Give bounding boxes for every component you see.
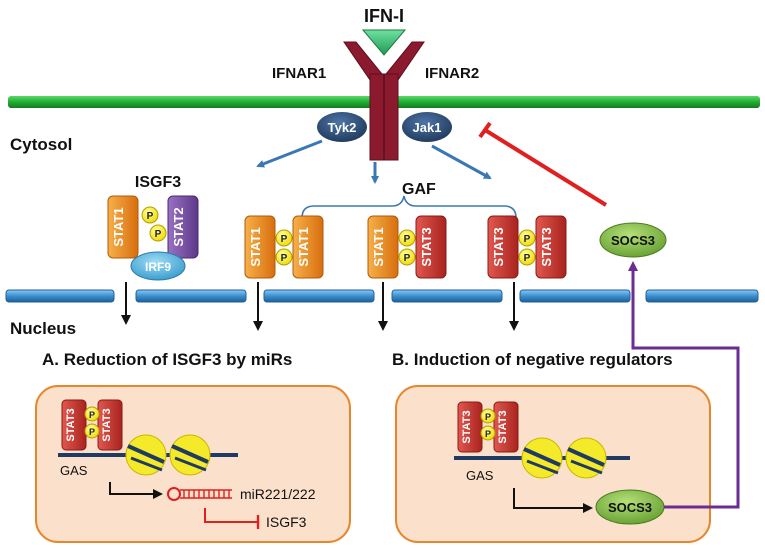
socs3-nuclear-label: SOCS3 xyxy=(608,500,652,515)
panel-b-nucleosomes xyxy=(521,437,607,479)
cytosol-label: Cytosol xyxy=(10,135,72,154)
gaf2-right-label: STAT3 xyxy=(419,227,434,266)
gaf-stat1-stat3-dimer xyxy=(367,215,447,279)
panel-a-stat3-right: STAT3 xyxy=(101,408,113,441)
panel-a-phospho-2: P xyxy=(89,427,95,437)
panel-a-nucleosomes xyxy=(125,434,211,476)
nuclear-membrane xyxy=(5,289,759,303)
gaf2-phospho-1: P xyxy=(404,234,411,245)
socs3-inhibition-bar xyxy=(478,121,492,139)
panel-b-title: B. Induction of negative regulators xyxy=(392,350,673,369)
arrow-to-isgf3 xyxy=(256,139,323,168)
gaf1-phospho-1: P xyxy=(281,234,288,245)
gaf1-right-label: STAT1 xyxy=(296,227,311,266)
tyk2-label: Tyk2 xyxy=(328,120,357,135)
panel-a-stat3-dimer xyxy=(61,399,123,451)
socs3-cytosolic-label: SOCS3 xyxy=(611,233,655,248)
gaf3-phospho-2: P xyxy=(524,253,531,264)
panel-a-phospho-1: P xyxy=(89,410,95,420)
gaf-stat1-stat1-dimer xyxy=(244,215,324,279)
irf9-label: IRF9 xyxy=(145,260,171,274)
ifnar-receptor xyxy=(343,41,425,161)
socs3-inhibition-line xyxy=(483,128,608,207)
gaf1-left-label: STAT1 xyxy=(248,227,263,266)
panel-b-stat3-right: STAT3 xyxy=(497,410,509,443)
nucleus-label: Nucleus xyxy=(10,319,76,338)
gaf3-phospho-1: P xyxy=(524,234,531,245)
isgf3-phospho-1: P xyxy=(147,211,154,222)
gaf-title: GAF xyxy=(402,181,436,198)
panel-b-phospho-1: P xyxy=(485,412,491,422)
panel-b-stat3-left: STAT3 xyxy=(461,410,473,443)
panel-a-stat3-left: STAT3 xyxy=(65,408,77,441)
gaf-stat3-stat3-dimer xyxy=(487,215,567,279)
isgf3-title: ISGF3 xyxy=(135,174,181,191)
panel-a-gas-label: GAS xyxy=(60,463,88,478)
panel-b-phospho-2: P xyxy=(485,429,491,439)
gaf-bracket xyxy=(301,195,517,219)
panel-a-mir-label: miR221/222 xyxy=(240,486,316,502)
gaf1-phospho-2: P xyxy=(281,253,288,264)
panel-a-inhibition-line xyxy=(204,508,258,523)
panel-b-transcription-arrow xyxy=(513,488,593,513)
jak1-kinase xyxy=(402,112,452,142)
mirna-hairpin-icon xyxy=(167,487,232,501)
isgf3-stat1-label: STAT1 xyxy=(111,207,126,246)
gaf2-phospho-2: P xyxy=(404,253,411,264)
gaf3-left-label: STAT3 xyxy=(491,227,506,266)
panel-a-title: A. Reduction of ISGF3 by miRs xyxy=(42,350,292,369)
isgf3-phospho-2: P xyxy=(155,229,162,240)
arrow-to-gaf-right xyxy=(431,144,492,180)
ligand-label: IFN-I xyxy=(364,6,404,26)
ifnar1-label: IFNAR1 xyxy=(272,65,326,82)
panel-b-stat3-dimer xyxy=(457,401,519,453)
ifn-ligand-triangle xyxy=(361,29,407,56)
isgf3-stat2-label: STAT2 xyxy=(171,207,186,246)
isgf3-complex xyxy=(107,195,199,281)
gaf3-right-label: STAT3 xyxy=(539,227,554,266)
gaf2-left-label: STAT1 xyxy=(371,227,386,266)
panel-a-transcription-arrow xyxy=(109,482,163,499)
socs3-cytosolic xyxy=(599,222,667,258)
socs3-feedback-arrow xyxy=(628,261,740,509)
panel-a-target-label: ISGF3 xyxy=(266,514,307,530)
tyk2-kinase xyxy=(317,112,367,142)
ifnar2-label: IFNAR2 xyxy=(425,65,479,82)
panel-b-gas-label: GAS xyxy=(466,468,494,483)
jak1-label: Jak1 xyxy=(413,120,442,135)
